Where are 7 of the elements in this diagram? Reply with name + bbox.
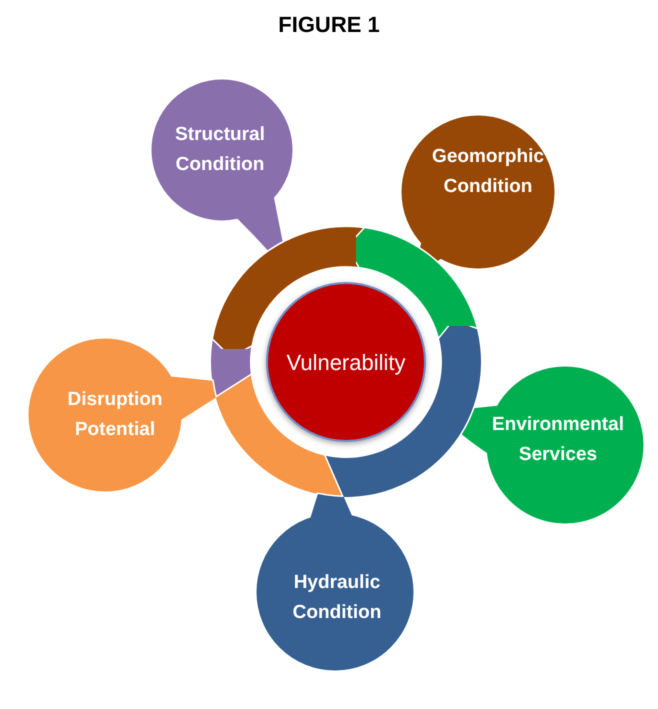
petal-label: Structural Condition [174,123,266,177]
center-label: Vulnerability [286,348,406,377]
petal-label: Environmental Services [491,413,625,467]
petal-label: Hydraulic Condition [292,571,382,625]
figure-title: FIGURE 1 [278,11,380,39]
petal-label: Disruption Potential [66,388,164,442]
petal-label: Geomorphic Condition [431,145,545,199]
